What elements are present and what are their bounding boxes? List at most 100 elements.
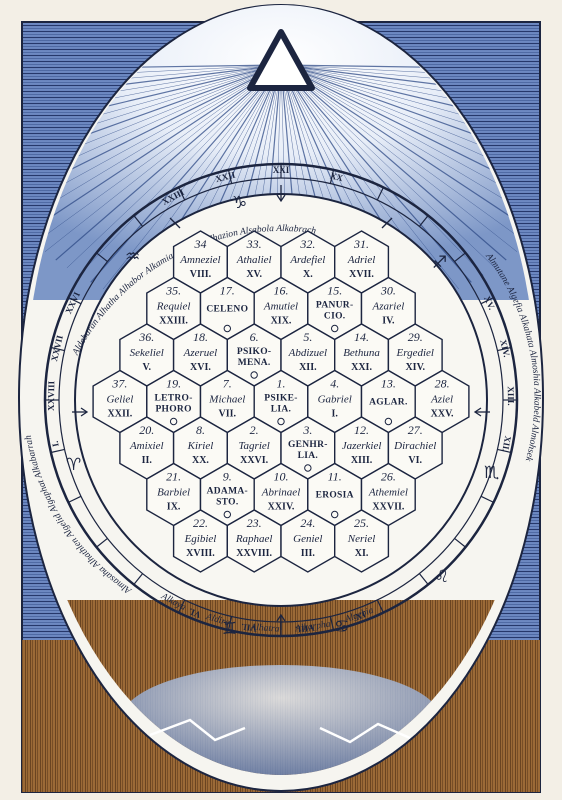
hexagon-name: Geliel [106,394,133,406]
hexagon-roman: XXI. [351,362,372,373]
hexagon-number: 16. [274,284,289,298]
hexagon-number: 25. [354,516,369,530]
hexagon-roman: VI. [408,455,422,466]
hexagon-number: 35. [165,284,181,298]
hexagon-name: Amneziel [179,254,220,266]
hexagon-roman: VII. [219,409,237,420]
hexagon-roman: XXVII. [372,502,404,513]
hexagon-name: Neriel [347,533,376,545]
hexagon-number: 3. [302,423,312,437]
hexagon-number: 18. [193,330,208,344]
hexagon-name: PSIKE- [264,394,297,404]
hexagon-name: AGLAR. [369,398,407,408]
hexagon-roman: XX. [192,455,209,466]
hexagon-roman: XXVIII. [236,548,272,559]
hexagon-name: Athemiel [368,487,408,499]
aquarius-glyph-icon: ♒ [125,247,140,267]
hexagon-name: Abdizuel [288,347,328,359]
hexagon-number: 26. [381,470,396,484]
hexagon-number: 1. [277,377,286,391]
hexagon-name: Requiel [156,301,191,313]
hexagon-number: 27. [408,423,423,437]
hexagon-number: 12. [354,423,369,437]
hexagon-roman: XVI. [190,362,211,373]
hexagon-name: Dirachiel [393,440,436,452]
hexagon-name: ADAMA- [207,487,248,497]
ring-roman-top: XXI [273,165,290,175]
ring-bottom-name: Alhatra [249,623,280,635]
hexagon-number: 14. [354,330,369,344]
hexagon-number: 33. [246,237,262,251]
hexagon-name: Barbiel [157,487,190,499]
hexagon-number: 37. [111,377,127,391]
aries-glyph-icon: ♈ [66,455,81,475]
hexagon-number: 6. [250,330,259,344]
hexagon-name: Azariel [371,301,404,313]
hexagon-number: 10. [274,470,289,484]
hexagon-roman: II. [142,455,153,466]
leo-glyph-icon: ♌ [434,567,449,587]
hexagon-name: Ardefiel [289,254,325,266]
hexagon-name: Azeruel [183,347,218,359]
hexagon-number: 11. [328,470,342,484]
hexagon-roman: XI. [355,548,369,559]
hexagon-name-line2: LIA. [271,405,291,415]
hexagon-roman: XV. [246,269,262,280]
gemini-glyph-icon: ♊ [222,619,237,639]
hexagon-name: Ergediel [395,347,433,359]
sagittarius-glyph-icon: ♐ [432,253,447,273]
hexagon-roman: XIX. [271,316,292,327]
hexagon-roman: VIII. [190,269,212,280]
hexagon-name-line2: MENA. [238,358,271,368]
hexagon-roman: I. [331,409,338,420]
hexagon-roman: XXIV. [268,502,295,513]
hexagon-number: 32. [299,237,315,251]
hexagon-name: PSIKO- [237,347,272,357]
hexagon-number: 36. [138,330,154,344]
hexagon-name: EROSIA [316,491,354,501]
hexagon-name: Abrinael [261,487,301,499]
scorpio-glyph-icon: ♏ [484,463,499,483]
hexagon-number: 13. [381,377,396,391]
hexagon-roman: XIV. [405,362,425,373]
hexagon-name: Amutiel [263,301,298,313]
hexagon-number: 4. [330,377,339,391]
hexagon-name: GENHR- [288,440,328,450]
hexagon-roman: III. [301,548,316,559]
hexagon-name: Gabriel [318,394,352,406]
hexagon-number: 19. [166,377,181,391]
hexagon-name: Raphael [235,533,273,545]
hexagon-number: 28. [435,377,450,391]
hexagon-number: 17. [220,284,235,298]
hexagon-name: Tagriel [238,440,269,452]
hexagon-roman: IX. [167,502,181,513]
hexagon-number: 5. [303,330,312,344]
hexagon-roman: XII. [299,362,317,373]
hexagon-number: 31. [353,237,369,251]
hexagon-name: Michael [208,394,245,406]
hexagon-roman: XVII. [349,269,374,280]
hexagon-name: Sekeliel [130,347,164,359]
hexagon-roman: XVIII. [186,548,215,559]
hexagon-number: 7. [223,377,232,391]
ring-roman-right: XIII. [506,386,516,405]
hexagon-name: CELENO [206,305,248,315]
hexagon-number: 22. [193,516,208,530]
hexagon-name-line2: LIA. [298,451,318,461]
hexagon-number: 21. [166,470,181,484]
hexagon-name: Bethuna [343,347,380,359]
hexagon-name: Adriel [347,254,376,266]
hexagon-name: Amixiel [129,440,164,452]
hexagon-number: 2. [250,423,259,437]
hexagon-name: LETRO- [154,394,192,404]
hexagon-number: 20. [139,423,154,437]
hexagon-roman: XXVI. [240,455,269,466]
hexagon-name: PANUR- [316,301,354,311]
hexagon-name-line2: CIO. [324,312,346,322]
hexagon-number: 9. [223,470,232,484]
hexagon-number: 30. [380,284,396,298]
hexagon-name: Kiriel [187,440,214,452]
hexagon-name-line2: STO. [216,498,238,508]
